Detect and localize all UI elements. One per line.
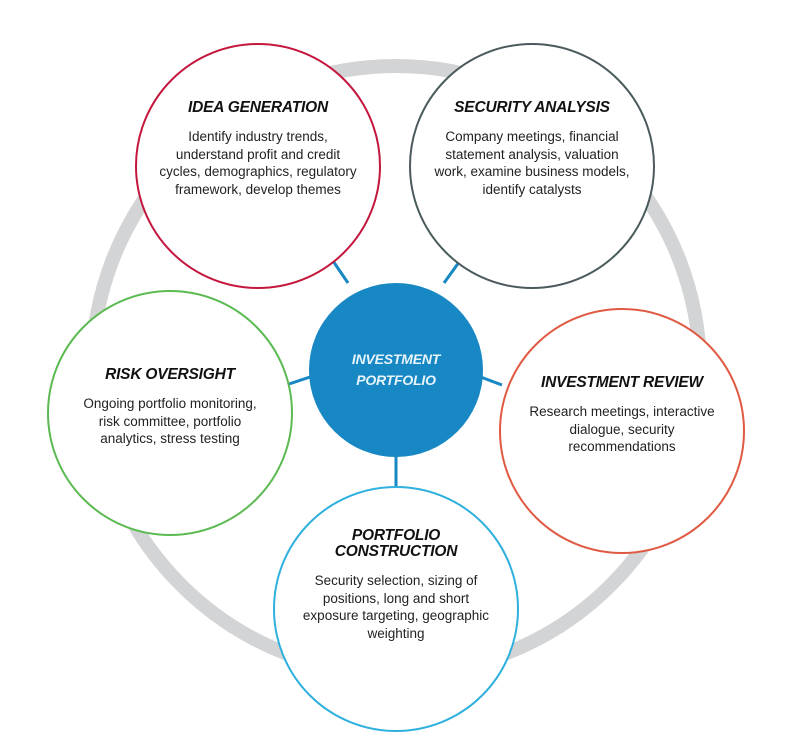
center-hub: INVESTMENT PORTFOLIO [309,283,483,457]
hub-title: INVESTMENT PORTFOLIO [351,351,441,388]
stage-description: Company meetings, financial statement an… [434,129,630,197]
stage-description: Security selection, sizing of positions,… [302,573,490,641]
stage-description: Ongoing portfolio monitoring, risk commi… [83,396,257,446]
stage-title: INVESTMENT REVIEW [541,374,703,391]
stage-title: RISK OVERSIGHT [105,366,235,383]
stage-description: Identify industry trends, understand pro… [159,129,357,197]
stage-portfolio-construction: PORTFOLIO CONSTRUCTION Security selectio… [273,486,519,732]
stage-title: SECURITY ANALYSIS [454,99,610,116]
stage-risk-oversight: RISK OVERSIGHT Ongoing portfolio monitor… [47,290,293,536]
stage-title: PORTFOLIO CONSTRUCTION [334,527,458,560]
stage-idea-generation: IDEA GENERATION Identify industry trends… [135,43,381,289]
stage-investment-review: INVESTMENT REVIEW Research meetings, int… [499,308,745,554]
stage-security-analysis: SECURITY ANALYSIS Company meetings, fina… [409,43,655,289]
stage-title: IDEA GENERATION [188,99,328,116]
stage-description: Research meetings, interactive dialogue,… [529,404,715,454]
